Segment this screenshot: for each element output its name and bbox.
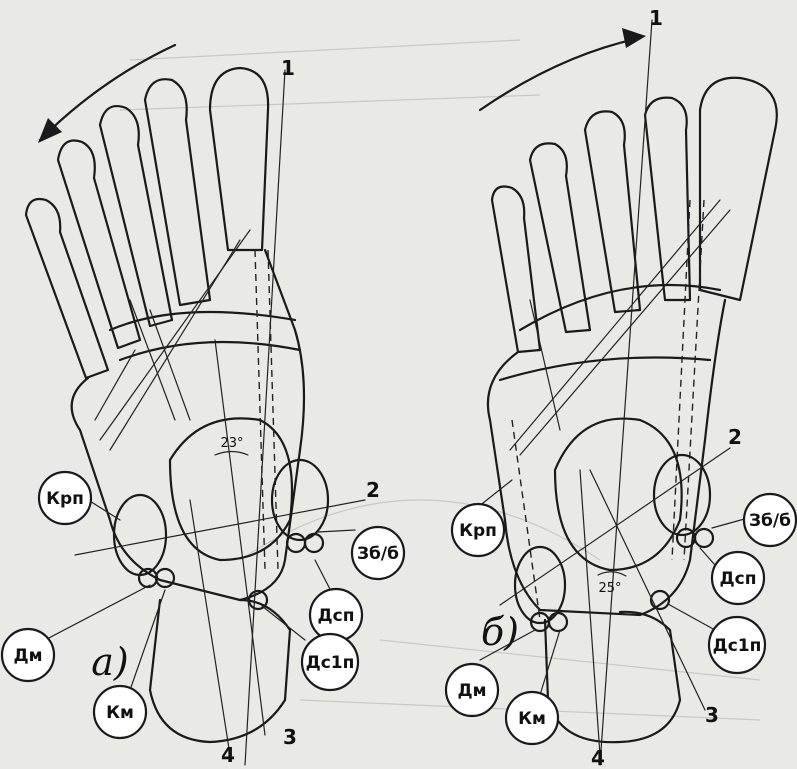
svg-text:Крп: Крп (46, 489, 84, 509)
svg-text:Зб/б: Зб/б (357, 544, 399, 564)
callout-right-km: Км (506, 692, 558, 744)
right-panel-label: б) (481, 610, 519, 654)
left-axis-number-4: 4 (221, 743, 235, 767)
left-axis-4 (190, 500, 230, 755)
callout-left-dsp: Дсп (310, 589, 362, 641)
svg-text:Км: Км (518, 709, 546, 729)
right-arrow-head (622, 28, 646, 48)
svg-text:Км: Км (106, 703, 134, 723)
right-toe-1 (700, 78, 777, 300)
left-toe-5 (26, 199, 108, 378)
svg-text:Дм: Дм (13, 646, 42, 666)
left-heel-outline (150, 600, 290, 742)
callout-left-zbb: Зб/б (352, 527, 404, 579)
svg-text:Зб/б: Зб/б (749, 511, 791, 531)
left-axis-number-1: 1 (281, 56, 295, 80)
left-toe-2 (145, 79, 210, 305)
svg-text:Крп: Крп (459, 521, 497, 541)
background-texture (120, 40, 760, 720)
callout-right-dsp: Дсп (712, 552, 764, 604)
svg-text:Дсп: Дсп (318, 606, 355, 626)
left-toe-4 (58, 140, 140, 348)
left-cuboid-block (114, 495, 166, 575)
right-rotation-arrow (480, 38, 640, 110)
left-angle-label: 23° (220, 436, 243, 451)
right-toe-2 (645, 98, 690, 300)
callout-left-km: Км (94, 686, 146, 738)
svg-text:Дс1п: Дс1п (306, 653, 355, 673)
callout-left-dm: Дм (2, 629, 54, 681)
callout-right-ds1p: Дс1п (709, 617, 765, 673)
right-axis-number-1: 1 (649, 6, 663, 30)
right-axis-number-3: 3 (705, 703, 719, 727)
right-cuneiform-band (500, 358, 710, 381)
right-angle-label: 25° (598, 581, 621, 596)
right-toe-5 (492, 187, 540, 353)
callout-right-zbb: Зб/б (744, 494, 796, 546)
right-axis-number-4: 4 (591, 746, 605, 769)
right-toe-3 (585, 111, 640, 312)
left-toe-1 (210, 68, 268, 250)
svg-text:Дсп: Дсп (720, 569, 757, 589)
callout-left-ds1p: Дс1п (302, 634, 358, 690)
svg-text:Дм: Дм (457, 681, 486, 701)
callout-right-dm: Дм (446, 664, 498, 716)
svg-text:Дс1п: Дс1п (713, 636, 762, 656)
left-toe-3 (100, 106, 172, 326)
right-toe-4 (530, 143, 590, 332)
callout-left-krp: Крп (39, 472, 91, 524)
callout-right-krp: Крп (452, 504, 504, 556)
right-axis-number-2: 2 (728, 425, 742, 449)
left-panel-label: а) (91, 640, 128, 684)
left-sesamoid-block (272, 460, 328, 540)
left-axis-number-3: 3 (283, 725, 297, 749)
left-axis-number-2: 2 (366, 478, 380, 502)
right-heel-outline (545, 612, 680, 742)
right-axis-1 (600, 20, 652, 765)
